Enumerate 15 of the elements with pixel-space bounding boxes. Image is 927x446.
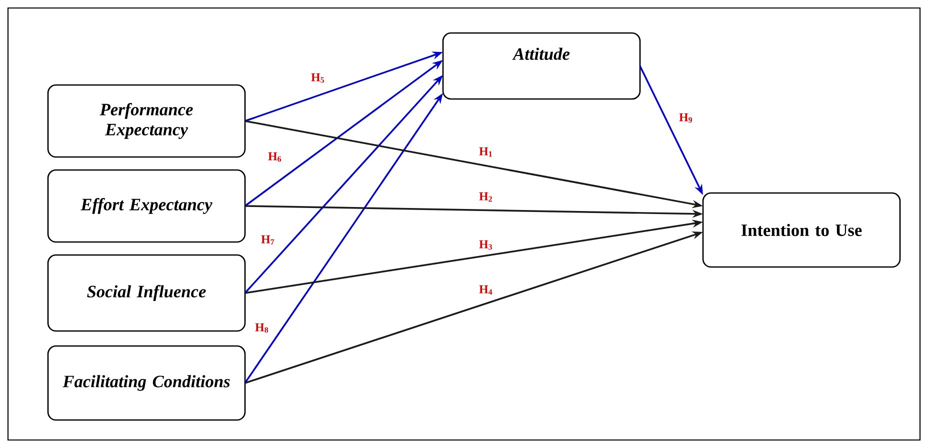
edge-label: H$_{8}$ bbox=[254, 322, 270, 334]
construct-box: Social Influence bbox=[47, 254, 246, 332]
edge-label: H$_{4}$ bbox=[478, 284, 494, 296]
construct-box: Attitude bbox=[442, 32, 641, 100]
edge-label: H$_{2}$ bbox=[478, 191, 494, 203]
edge-label: H$_{9}$ bbox=[678, 112, 694, 124]
construct-box: Intention to Use bbox=[702, 192, 901, 268]
edge-label: H$_{5}$ bbox=[310, 72, 326, 84]
edge-label: H$_{7}$ bbox=[260, 234, 276, 246]
edge-label: H$_{1}$ bbox=[478, 146, 494, 158]
edge-label: H$_{3}$ bbox=[478, 239, 494, 251]
construct-box: Effort Expectancy bbox=[47, 169, 246, 243]
construct-box: Performance Expectancy bbox=[47, 84, 246, 158]
edge-label: H$_{6}$ bbox=[266, 151, 284, 163]
construct-box: Facilitating Conditions bbox=[47, 345, 246, 421]
